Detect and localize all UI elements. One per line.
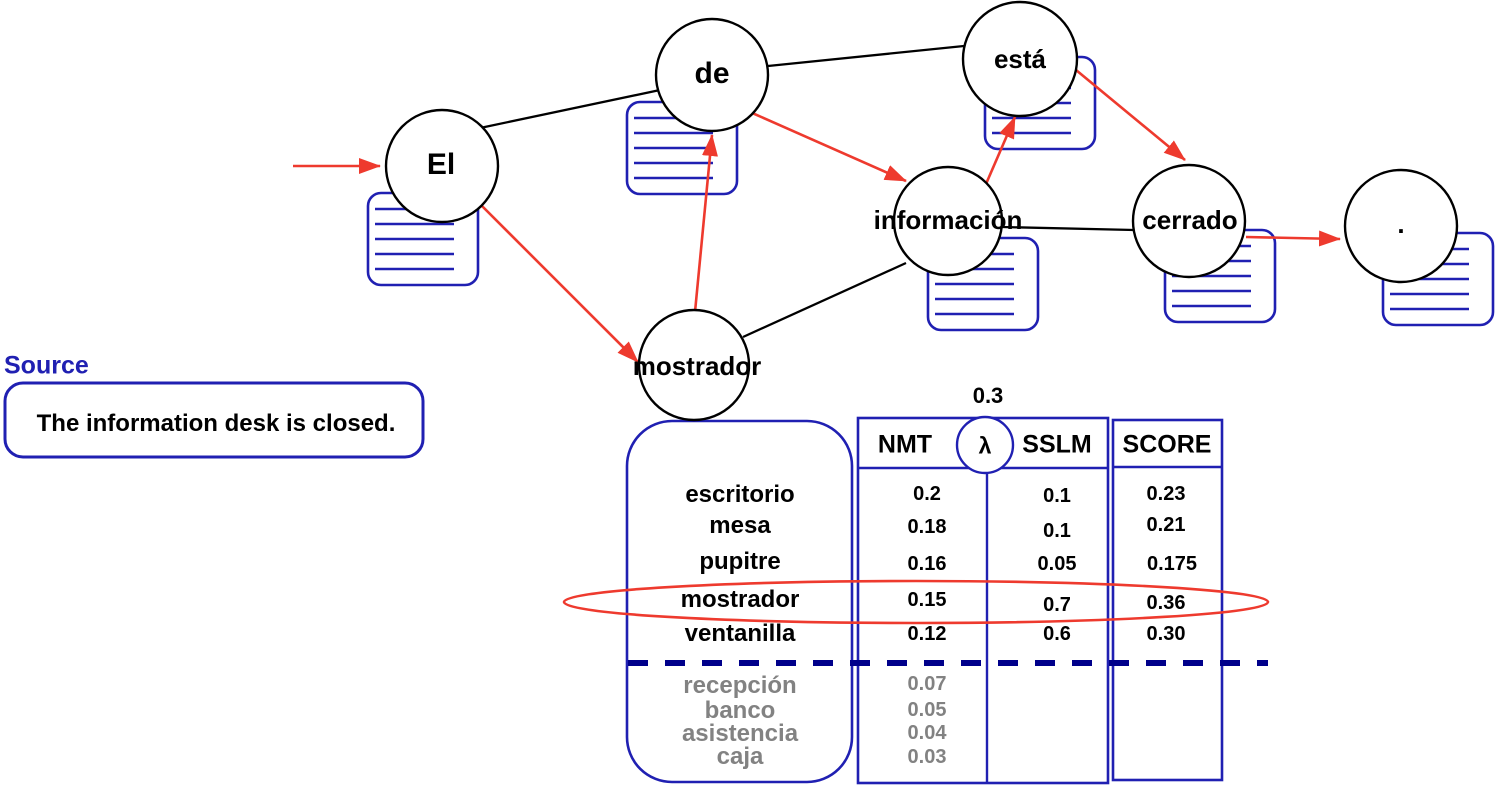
arrow-el-mostrador xyxy=(479,203,639,363)
lambda-value: 0.3 xyxy=(972,383,1004,408)
node-circle-informacion xyxy=(892,165,1004,277)
node-label-el: El xyxy=(426,148,456,181)
edge-de-esta xyxy=(767,44,965,68)
selected-row-ellipse xyxy=(562,579,1270,625)
node-label-informacion: información xyxy=(873,205,1023,235)
node-circle-esta xyxy=(961,0,1079,118)
node-label-cerrado: cerrado xyxy=(1142,205,1238,235)
row-nmt: 0.15 xyxy=(907,589,947,611)
arrow-informacion-esta xyxy=(984,116,1017,185)
row-score: 0.21 xyxy=(1146,514,1186,536)
edge-informacion-mostrador xyxy=(742,261,907,339)
arrow-de-informacion xyxy=(749,110,907,183)
table-header-score: SCORE xyxy=(1122,430,1212,459)
row-score: 0.36 xyxy=(1146,592,1186,614)
row-nmt: 0.18 xyxy=(907,516,947,538)
node-label-period: . xyxy=(1397,209,1405,239)
pruned-nmt: 0.03 xyxy=(907,746,947,768)
row-score: 0.23 xyxy=(1146,483,1186,505)
node-circle-mostrador xyxy=(637,308,751,422)
row-sslm: 0.1 xyxy=(1043,485,1071,507)
lambda-symbol: λ xyxy=(978,432,992,459)
table-header-sslm: SSLM xyxy=(1022,430,1092,459)
edge-el-de xyxy=(479,88,661,130)
node-circle-de xyxy=(654,17,770,133)
arrow-mostrador-de xyxy=(693,134,718,313)
row-word: mesa xyxy=(709,512,771,539)
source-box xyxy=(3,381,425,459)
pruned-word: asistencia xyxy=(681,720,799,747)
source-heading: Source xyxy=(4,351,89,380)
pruned-nmt: 0.04 xyxy=(907,722,947,744)
source-sentence: The information desk is closed. xyxy=(36,410,396,437)
row-nmt: 0.12 xyxy=(907,623,947,645)
word-list-box xyxy=(625,419,854,784)
node-circle-period xyxy=(1343,168,1459,284)
score-box xyxy=(1111,418,1224,782)
pruned-nmt: 0.07 xyxy=(907,673,947,695)
row-word: escritorio xyxy=(685,481,795,508)
lattice-edges xyxy=(293,44,1341,363)
row-score: 0.30 xyxy=(1146,623,1186,645)
row-sslm: 0.7 xyxy=(1043,594,1071,616)
edge-informacion-cerrado xyxy=(1001,225,1135,232)
pruned-word: caja xyxy=(716,743,764,770)
table-header-nmt: NMT xyxy=(877,430,933,459)
row-score: 0.175 xyxy=(1146,553,1198,575)
row-nmt: 0.2 xyxy=(913,483,941,505)
arrow-esta-cerrado xyxy=(1075,68,1186,162)
pruned-nmt: 0.05 xyxy=(907,699,947,721)
pruned-word: recepción xyxy=(683,672,797,699)
node-label-esta: está xyxy=(993,44,1047,74)
node-circle-el xyxy=(384,108,500,224)
row-sslm: 0.1 xyxy=(1043,520,1071,542)
row-nmt: 0.16 xyxy=(907,553,947,575)
arrow-cerrado-period xyxy=(1245,230,1341,247)
row-sslm: 0.6 xyxy=(1043,623,1071,645)
row-word-selected: mostrador xyxy=(680,586,800,613)
lattice-nodes xyxy=(384,0,1459,422)
candidate-table-frames xyxy=(562,415,1270,785)
row-sslm: 0.05 xyxy=(1037,553,1077,575)
row-word: ventanilla xyxy=(684,620,796,647)
node-label-mostrador: mostrador xyxy=(632,351,762,381)
node-circle-cerrado xyxy=(1131,163,1247,279)
pruned-word: banco xyxy=(704,697,776,724)
node-label-de: de xyxy=(694,57,730,90)
lambda-circle xyxy=(955,415,1015,475)
row-word: pupitre xyxy=(699,548,781,575)
